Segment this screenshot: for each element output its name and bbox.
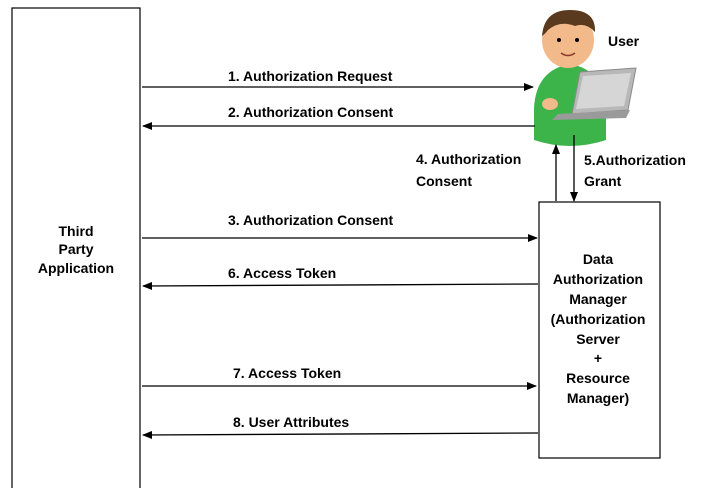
third-party-label-line-2: Party bbox=[58, 241, 93, 257]
user-figure-icon bbox=[534, 10, 637, 146]
message-3-label: 3. Authorization Consent bbox=[228, 212, 393, 228]
user-label: User bbox=[608, 33, 640, 49]
message-7-label: 7. Access Token bbox=[233, 365, 341, 381]
third-party-label-line-3: Application bbox=[38, 260, 114, 276]
arrow-8-user-attributes bbox=[142, 430, 539, 439]
third-party-application-box bbox=[11, 7, 141, 488]
manager-label-line-1: Data bbox=[583, 251, 614, 267]
manager-label-line-8: Manager) bbox=[567, 390, 629, 406]
manager-label-line-2: Authorization bbox=[553, 271, 643, 287]
manager-label-line-7: Resource bbox=[566, 370, 630, 386]
third-party-label-line-1: Third bbox=[59, 223, 94, 239]
manager-label-line-6: + bbox=[594, 350, 602, 366]
message-4-label-line-1: 4. Authorization bbox=[416, 151, 521, 167]
message-5-label-line-2: Grant bbox=[584, 173, 622, 189]
message-4-label-line-2: Consent bbox=[416, 173, 472, 189]
message-6-label: 6. Access Token bbox=[228, 265, 336, 281]
data-authorization-manager-box bbox=[538, 201, 661, 459]
arrow-6-access-token bbox=[142, 281, 539, 290]
message-1-label: 1. Authorization Request bbox=[228, 68, 393, 84]
message-8-label: 8. User Attributes bbox=[233, 414, 349, 430]
manager-label-line-5: Server bbox=[576, 331, 620, 347]
message-2-label: 2. Authorization Consent bbox=[228, 104, 393, 120]
message-5-label-line-1: 5.Authorization bbox=[584, 152, 686, 168]
manager-label-line-3: Manager bbox=[569, 291, 627, 307]
manager-label-line-4: (Authorization bbox=[551, 311, 646, 327]
